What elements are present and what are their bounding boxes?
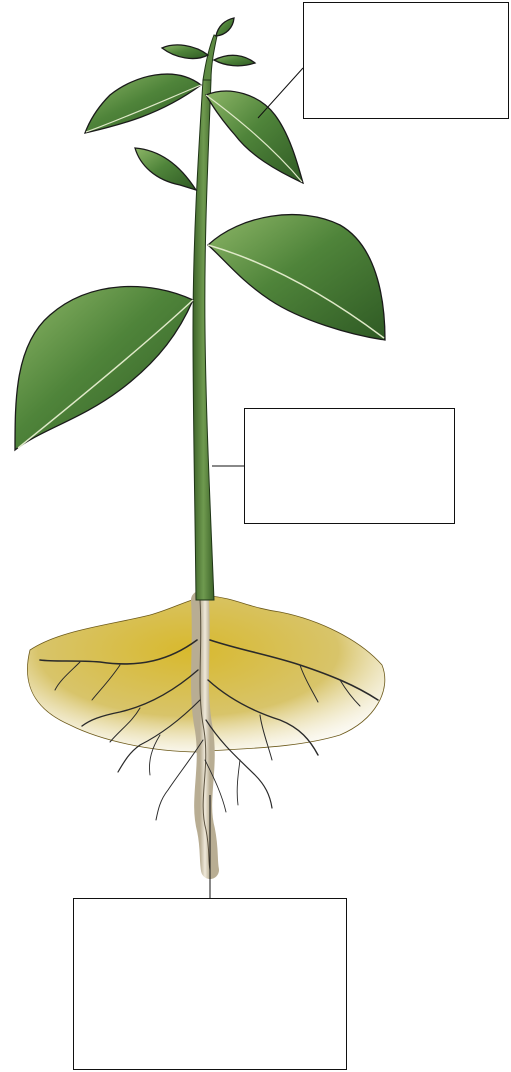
leaf-label-box[interactable]: [303, 2, 509, 119]
leaf-leader-line: [258, 68, 303, 118]
stem-label-box[interactable]: [244, 408, 455, 524]
root-label-box[interactable]: [73, 898, 347, 1070]
stem: [193, 35, 217, 600]
